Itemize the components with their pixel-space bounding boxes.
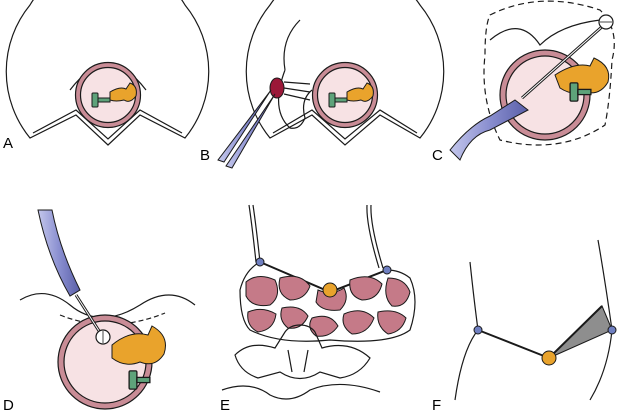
green-structure [569,82,592,102]
yellow-structure [346,82,374,102]
ball-probe [37,209,111,345]
capsule-ring [75,62,141,128]
panel-b [217,0,445,169]
panel-e [221,204,416,400]
yellow-structure [109,82,137,102]
ball-probe [449,14,614,161]
green-structure [128,370,151,390]
yellow-node [322,282,338,298]
tissue-outline [239,261,416,342]
right-retractor [366,204,384,269]
capsule-ring [312,62,378,128]
nerve-dot-left [473,325,483,335]
dashed-flap-outline [483,0,615,146]
dark-mass [269,77,285,99]
tissue-curve [19,293,196,318]
yellow-node [541,350,557,366]
tissue-outline [245,0,445,146]
panel-f [454,239,617,401]
tissue-outline [5,0,210,146]
nerve-dot-left [255,257,265,267]
panel-d [19,209,196,410]
yellow-structure [111,325,166,365]
left-retractor [248,204,261,263]
forceps [217,89,276,169]
vertebra [234,324,371,380]
nerve-dot-right [382,265,392,275]
panel-label-d: D [3,397,14,413]
retracted-flap [277,19,313,129]
panel-label-c: C [432,147,443,164]
panel-a [5,0,210,146]
shadow-wedge [548,305,613,359]
panel-c [449,0,615,161]
nerve-dot-right [607,325,617,335]
notch-inner-line [32,109,183,140]
muscle-bundles [245,275,411,337]
panel-label-a: A [3,135,13,152]
panel-label-e: E [220,397,230,413]
panel-label-f: F [432,397,441,413]
panel-label-b: B [200,147,210,164]
